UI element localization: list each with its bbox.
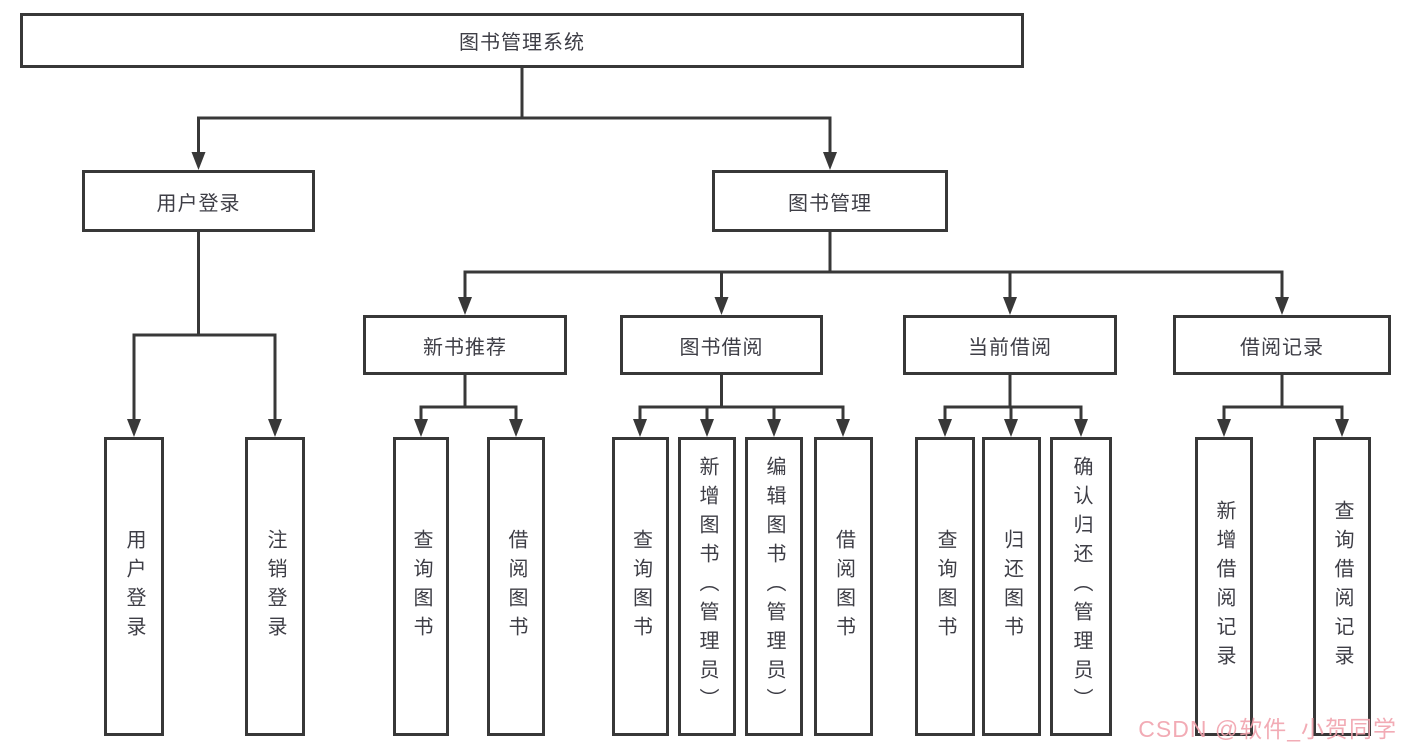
leaf-newbook-query-books: 查询图书 (393, 437, 449, 736)
node-label: 图书借阅 (679, 336, 764, 359)
node-book-borrow: 图书借阅 (620, 315, 823, 375)
leaf-current-confirm-return-admin: 确认归还（管理员） (1050, 437, 1112, 736)
leaf-newbook-borrow-books: 借阅图书 (487, 437, 545, 736)
node-label: 图书管理 (788, 192, 872, 215)
leaf-borrow-borrow-books: 借阅图书 (814, 437, 873, 736)
connector-root-to-level2 (191, 68, 837, 170)
leaf-borrow-query-books: 查询图书 (612, 437, 669, 736)
leaf-current-return-books: 归还图书 (982, 437, 1041, 736)
node-label: 借阅记录 (1240, 336, 1324, 359)
leaf-logout: 注销登录 (245, 437, 305, 736)
node-label: 查询图书 (629, 528, 652, 645)
node-label: 借阅图书 (505, 528, 527, 645)
node-label: 新增借阅记录 (1213, 499, 1235, 674)
node-borrow-records: 借阅记录 (1173, 315, 1391, 375)
connector-mgmt-to-level3 (458, 232, 1289, 315)
leaf-user-login: 用户登录 (104, 437, 164, 736)
node-label: 新书推荐 (423, 336, 507, 359)
connector-borrow-to-leaves (633, 375, 850, 437)
connector-newbook-to-leaves (414, 375, 523, 437)
node-label: 查询借阅记录 (1331, 499, 1353, 674)
leaf-borrow-edit-books-admin: 编辑图书（管理员） (745, 437, 803, 736)
connector-records-to-leaves (1217, 375, 1349, 437)
node-label: 查询图书 (410, 528, 432, 645)
node-label: 注销登录 (264, 528, 286, 645)
node-label: 用户登录 (123, 528, 145, 645)
watermark: CSDN @软件_小贺同学 (1138, 716, 1397, 742)
node-label: 编辑图书（管理员） (763, 456, 785, 717)
node-label: 当前借阅 (968, 336, 1052, 359)
node-label: 查询图书 (934, 528, 956, 645)
node-label: 借阅图书 (832, 528, 855, 645)
node-label: 确认归还（管理员） (1070, 456, 1092, 717)
leaf-records-add-record: 新增借阅记录 (1195, 437, 1253, 736)
node-current-borrow: 当前借阅 (903, 315, 1117, 375)
node-label: 归还图书 (1000, 528, 1023, 645)
node-new-book-recommend: 新书推荐 (363, 315, 567, 375)
node-label: 新增图书（管理员） (696, 456, 718, 717)
node-book-management: 图书管理 (712, 170, 948, 232)
node-user-login: 用户登录 (82, 170, 315, 232)
leaf-borrow-add-books-admin: 新增图书（管理员） (678, 437, 736, 736)
node-library-system: 图书管理系统 (20, 13, 1024, 68)
connector-login-to-leaves (127, 232, 282, 437)
leaf-current-query-books: 查询图书 (915, 437, 975, 736)
connector-current-to-leaves (938, 375, 1088, 437)
node-label: 用户登录 (156, 192, 241, 215)
node-label: 图书管理系统 (459, 32, 585, 54)
leaf-records-query-record: 查询借阅记录 (1313, 437, 1371, 736)
